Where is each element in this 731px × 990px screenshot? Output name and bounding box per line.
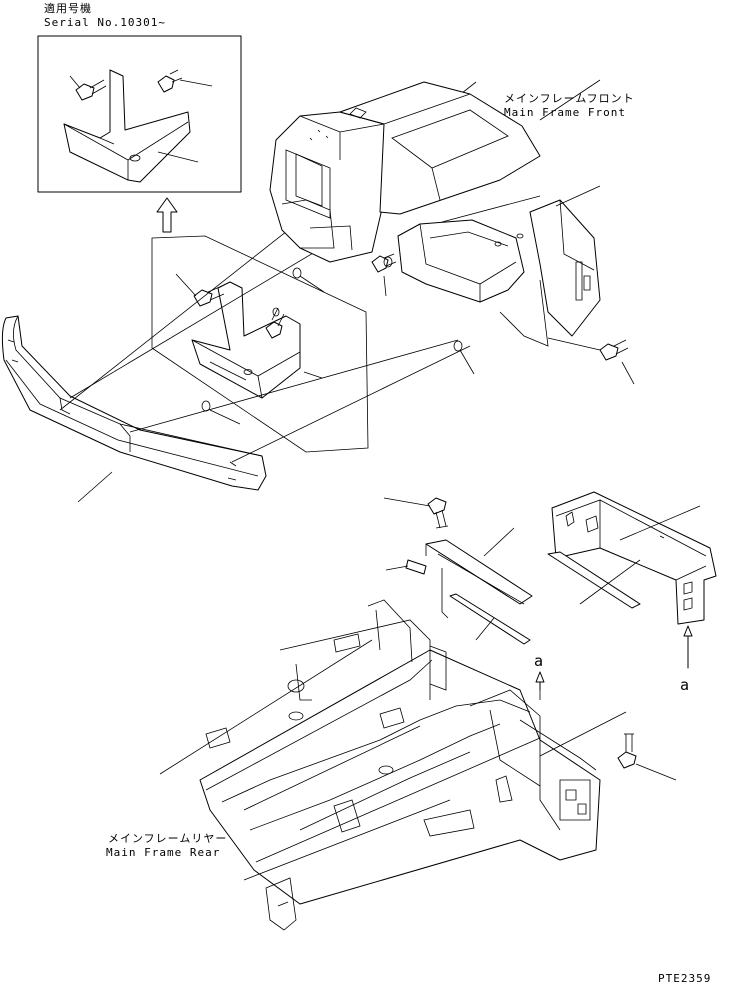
detail-outline-polygon: [151, 235, 369, 453]
main-frame-front: [269, 81, 601, 347]
front-bumper: [1, 315, 267, 491]
rear-label-en: Main Frame Rear: [106, 846, 221, 859]
main-frame-rear: [199, 599, 601, 931]
drawing-code: PTE2359: [658, 972, 712, 985]
bumper-leader: [77, 471, 113, 503]
view-a-bracket: [547, 491, 717, 625]
front-label-jp: メインフレームフロント: [504, 92, 635, 105]
washer-top: [292, 267, 302, 279]
washer-right: [453, 340, 463, 352]
front-label-en: Main Frame Front: [504, 106, 626, 119]
view-a-lower-label: a: [680, 676, 690, 694]
applicable-serial: Serial No.10301~: [44, 16, 166, 29]
front-right-bolt: [547, 337, 635, 385]
rear-label-jp: メインフレームリヤー: [108, 832, 228, 845]
applicable-title: 適用号機: [44, 2, 92, 15]
view-a-upper-label: a: [534, 652, 544, 670]
up-arrow-icon: [156, 197, 178, 233]
inset-detail: [37, 35, 242, 193]
rear-small-parts: [383, 497, 533, 645]
rear-right-bolt: [617, 733, 677, 781]
